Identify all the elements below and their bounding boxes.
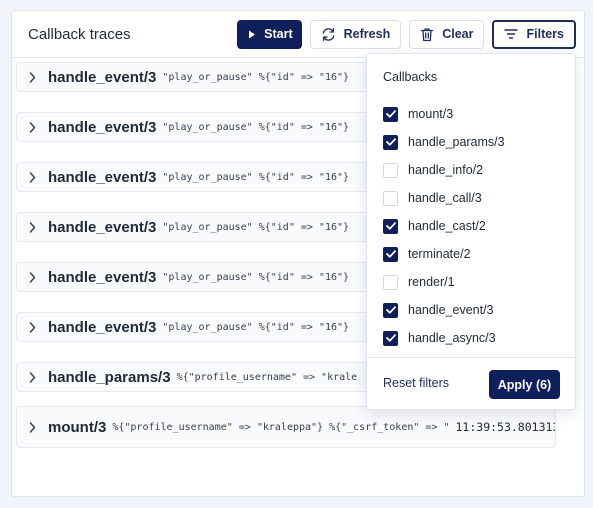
panel-header: Callback traces Start Refresh Clear Filt… [12,11,584,58]
checkbox[interactable] [383,162,398,178]
trace-args: "play_or_pause" %{"id" => "16"} [162,221,350,233]
filter-option-label: handle_info/2 [408,163,484,177]
refresh-button[interactable]: Refresh [309,19,402,49]
clear-button[interactable]: Clear [409,19,485,49]
trace-function: handle_event/3 [48,318,157,336]
trace-function: handle_event/3 [48,168,157,186]
chevron-right-icon [29,321,36,333]
check-icon [385,110,396,118]
filter-option-handle-params[interactable]: handle_params/3 [383,128,505,156]
chevron-right-icon [29,121,36,133]
trace-args: "play_or_pause" %{"id" => "16"} [162,271,350,283]
filters-button[interactable]: Filters [492,19,576,49]
trace-args: "play_or_pause" %{"id" => "16"} [162,121,350,133]
filters-dropdown: Callbacks mount/3 handle_params/3 handle… [366,53,576,410]
check-icon [385,138,396,146]
refresh-button-label: Refresh [343,27,391,41]
trace-function: handle_event/3 [48,268,157,286]
checkbox[interactable] [383,302,398,318]
trace-args: %{"profile_username" => "krale [176,371,358,383]
check-icon [385,334,396,342]
chevron-right-icon [29,171,36,183]
checkbox[interactable] [383,190,398,206]
filter-option-label: handle_event/3 [408,303,494,317]
filter-option-label: handle_async/3 [408,331,496,345]
chevron-right-icon [29,71,36,83]
trace-function: handle_event/3 [48,68,157,86]
chevron-right-icon [29,421,36,433]
refresh-icon [322,27,334,41]
check-icon [385,222,396,230]
filters-button-label: Filters [526,27,564,41]
filter-option-label: handle_cast/2 [408,219,486,233]
reset-filters-link[interactable]: Reset filters [383,376,449,390]
trace-row[interactable]: mount/3 %{"profile_username" => "kralepp… [16,406,556,448]
chevron-right-icon [29,371,36,383]
filter-option-handle-info[interactable]: handle_info/2 [383,156,505,184]
trace-args: "play_or_pause" %{"id" => "16"} [162,171,350,183]
filter-option-render[interactable]: render/1 [383,268,505,296]
filter-option-handle-async[interactable]: handle_async/3 [383,324,505,352]
check-icon [385,306,396,314]
chevron-right-icon [29,221,36,233]
trace-args: "play_or_pause" %{"id" => "16"} [162,71,350,83]
check-icon [385,250,396,258]
page-title: Callback traces [28,25,131,43]
clear-button-label: Clear [442,27,474,41]
trash-icon [421,27,434,41]
callback-filter-list: mount/3 handle_params/3 handle_info/2 ha… [383,100,505,352]
trace-function: handle_event/3 [48,218,157,236]
filter-option-label: handle_params/3 [408,135,505,149]
chevron-right-icon [29,271,36,283]
filter-option-handle-call[interactable]: handle_call/3 [383,184,505,212]
checkbox[interactable] [383,134,398,150]
filter-option-handle-cast[interactable]: handle_cast/2 [383,212,505,240]
filter-option-handle-event[interactable]: handle_event/3 [383,296,505,324]
checkbox[interactable] [383,274,398,290]
start-button-label: Start [264,27,293,41]
start-button[interactable]: Start [237,19,302,49]
trace-args: %{"profile_username" => "kraleppa"} %{"_… [112,421,450,433]
filter-option-label: handle_call/3 [408,191,482,205]
filters-dropdown-title: Callbacks [383,70,438,84]
trace-function: mount/3 [48,418,107,436]
play-icon [249,30,256,38]
checkbox[interactable] [383,330,398,346]
checkbox[interactable] [383,218,398,234]
filter-option-terminate[interactable]: terminate/2 [383,240,505,268]
filter-option-label: terminate/2 [408,247,471,261]
trace-timestamp: 11:39:53.801313 [455,420,556,434]
checkbox[interactable] [383,106,398,122]
filter-option-label: mount/3 [408,107,454,121]
trace-args: "play_or_pause" %{"id" => "16"} [162,321,350,333]
checkbox[interactable] [383,246,398,262]
trace-function: handle_params/3 [48,368,171,386]
apply-filters-button[interactable]: Apply (6) [489,370,560,399]
trace-function: handle_event/3 [48,118,157,136]
dropdown-divider [367,357,575,358]
filter-option-label: render/1 [408,275,455,289]
filter-icon [504,29,519,39]
filter-option-mount[interactable]: mount/3 [383,100,505,128]
